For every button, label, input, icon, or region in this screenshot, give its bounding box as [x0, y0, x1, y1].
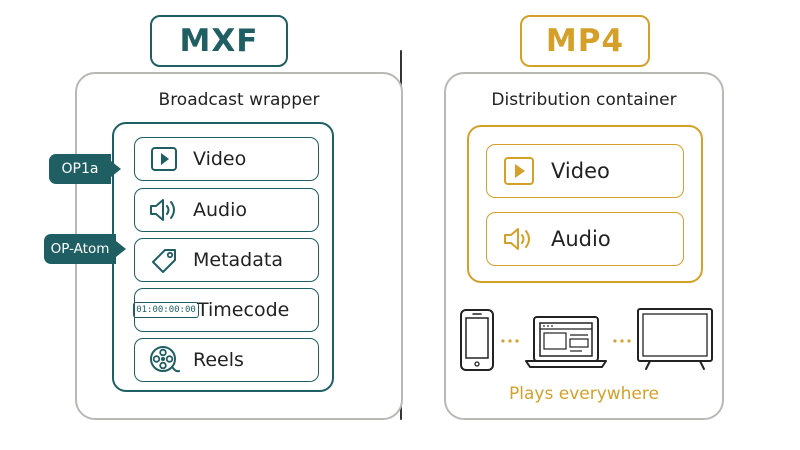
mxf-stream-reels: Reels [134, 338, 319, 382]
mxf-panel-label: Broadcast wrapper [158, 90, 320, 110]
dots-connector [501, 339, 519, 343]
mp4-container [467, 125, 703, 283]
mxf-title: MXF [150, 15, 288, 67]
op1a-tag: OP1a [49, 154, 121, 184]
mxf-stream-video: Video [134, 137, 319, 181]
devices-illustration [460, 308, 713, 371]
film-reel-icon [135, 344, 193, 376]
stream-label: Audio [193, 199, 248, 221]
timecode-icon: 01:00:00:00 [133, 302, 199, 318]
phone-icon [460, 309, 494, 371]
play-icon [487, 156, 551, 186]
tv-icon [637, 308, 713, 370]
mp4-panel-label: Distribution container [491, 90, 677, 110]
mp4-stream-audio: Audio [486, 212, 684, 266]
stream-label: Metadata [193, 249, 283, 271]
mxf-stream-timecode: 01:00:00:00 Timecode [133, 288, 319, 332]
plays-everywhere-caption: Plays everywhere [509, 384, 659, 404]
timecode-display: 01:00:00:00 [133, 302, 199, 318]
stream-label: Audio [551, 227, 611, 251]
speaker-icon [135, 197, 193, 223]
laptop-icon [525, 316, 607, 368]
play-icon [135, 146, 193, 172]
op-atom-tag: OP-Atom [44, 234, 126, 264]
stream-label: Reels [193, 349, 244, 371]
mp4-title: MP4 [520, 15, 650, 67]
speaker-icon [487, 225, 551, 253]
mp4-stream-video: Video [486, 144, 684, 198]
mxf-stream-audio: Audio [134, 188, 319, 232]
tag-icon [135, 246, 193, 274]
stream-label: Video [551, 159, 610, 183]
dots-connector [613, 339, 631, 343]
mxf-stream-metadata: Metadata [134, 238, 319, 282]
stream-label: Video [193, 148, 247, 170]
stream-label: Timecode [197, 299, 290, 321]
